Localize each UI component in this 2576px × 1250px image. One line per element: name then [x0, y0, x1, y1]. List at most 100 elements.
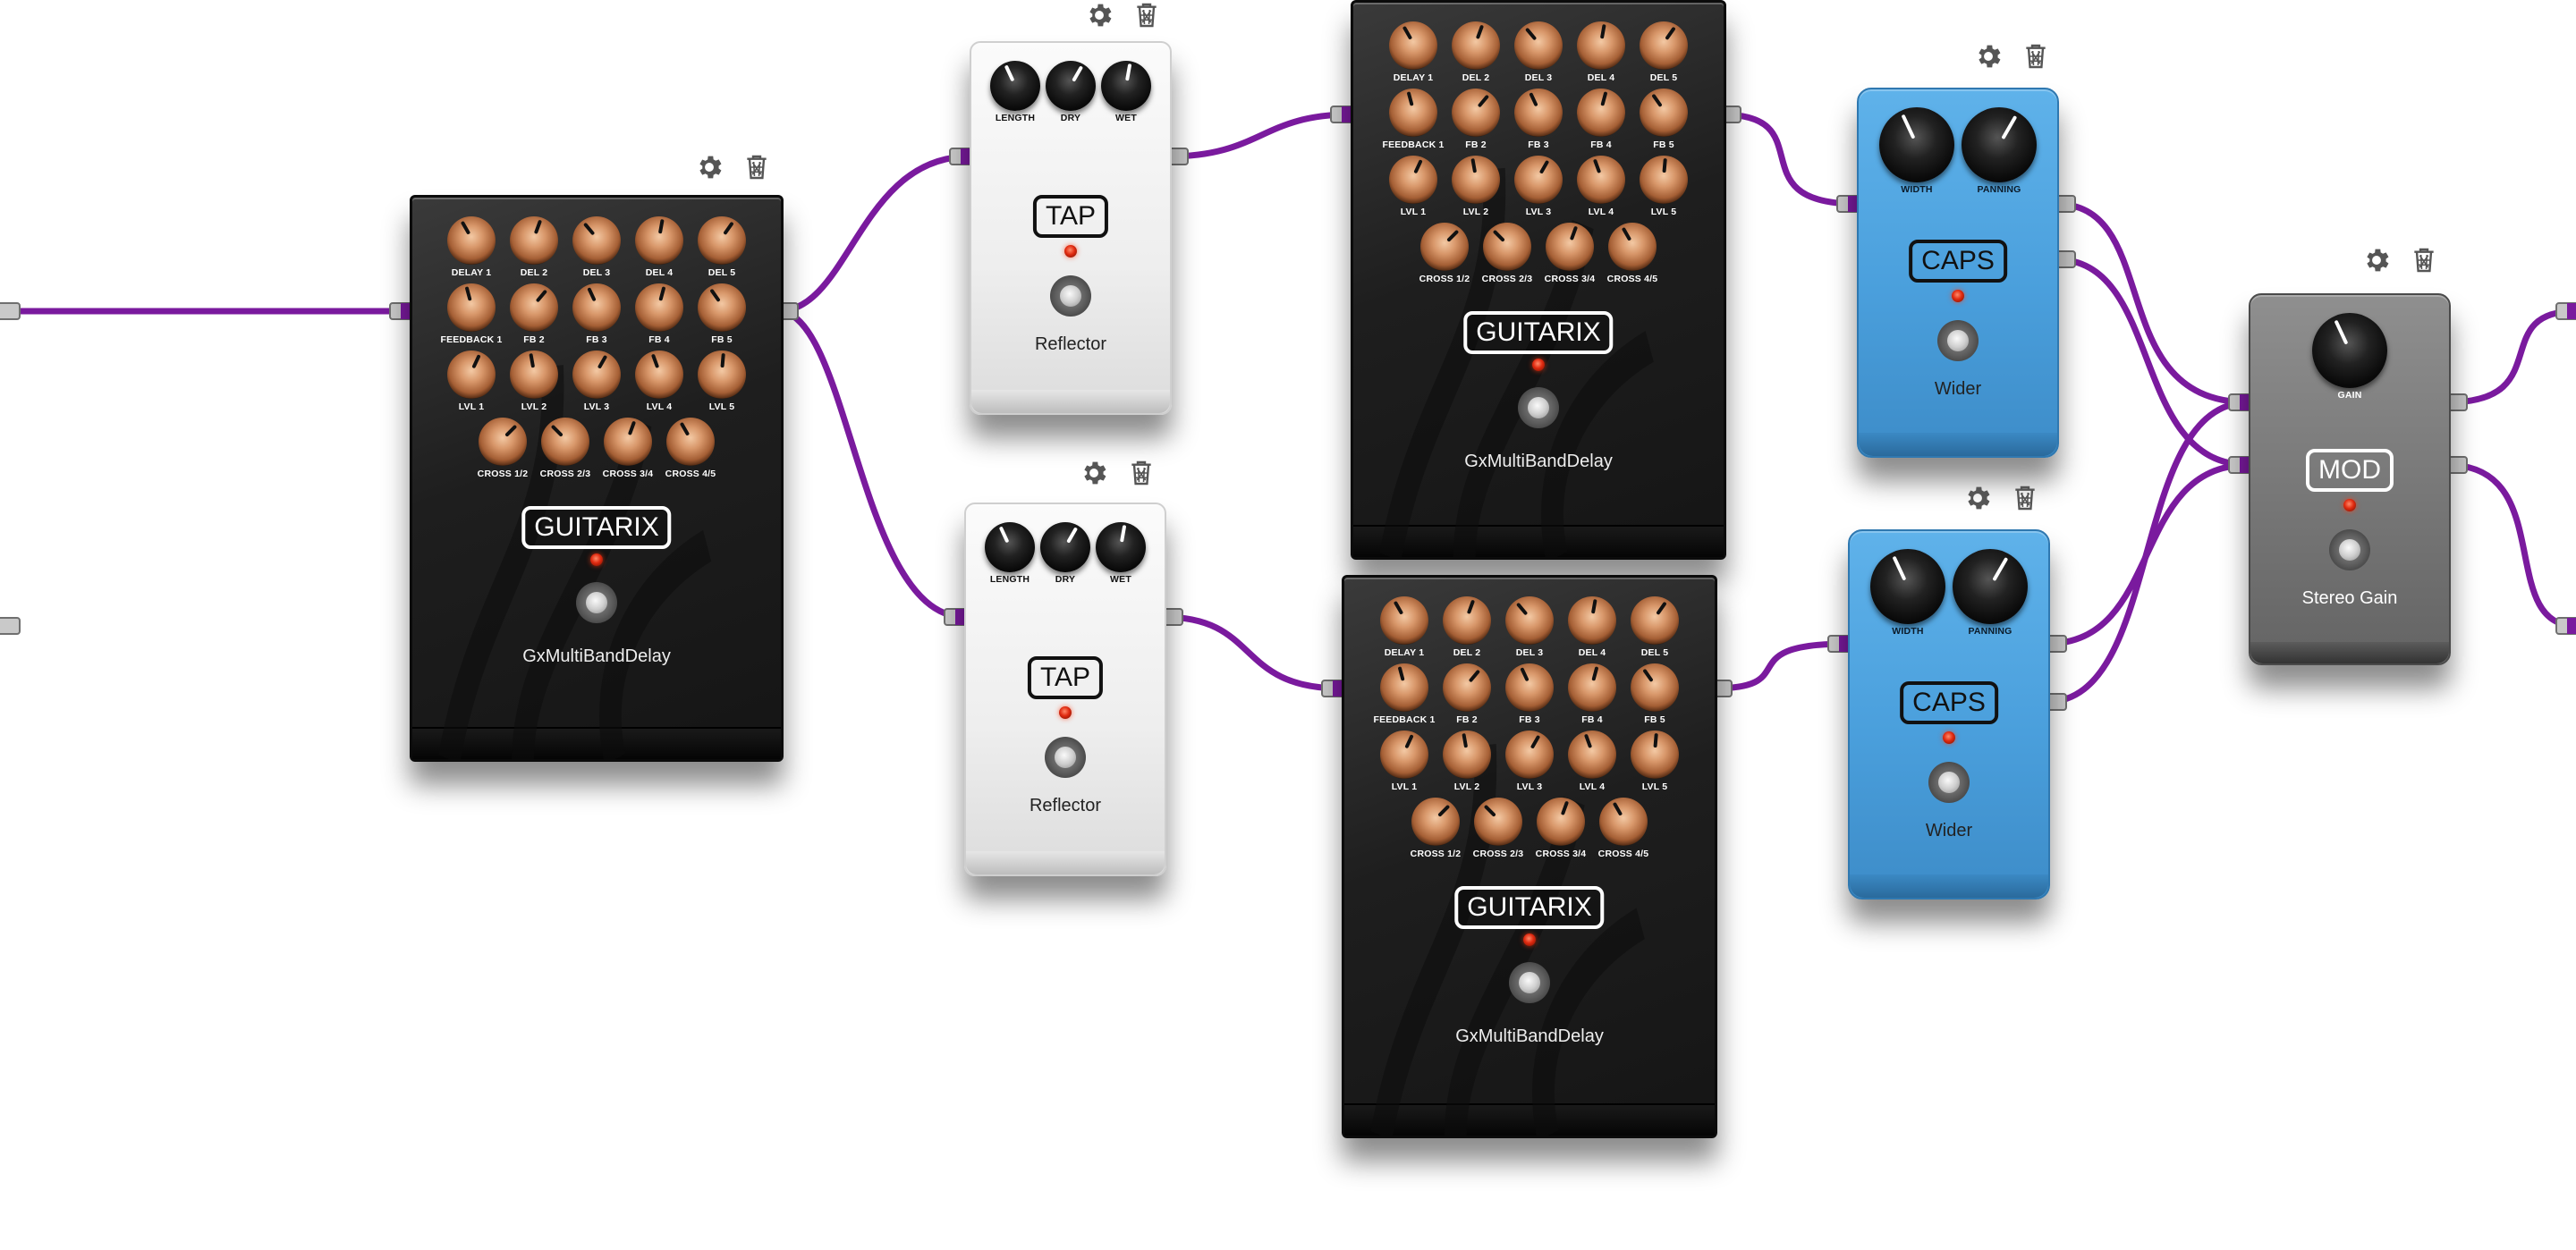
- jack-plug[interactable]: [2555, 617, 2576, 635]
- knob-lvl-4[interactable]: [1568, 731, 1616, 779]
- patch-cable[interactable]: [2052, 256, 2252, 469]
- footswitch[interactable]: [1928, 762, 1970, 803]
- knob-lvl-5[interactable]: [1640, 156, 1688, 204]
- knob-del-3[interactable]: [1514, 21, 1563, 70]
- footswitch[interactable]: [576, 582, 617, 623]
- jack-plug[interactable]: [2555, 302, 2576, 320]
- knob-panning[interactable]: [1962, 107, 2037, 182]
- knob-lvl-1[interactable]: [1389, 156, 1437, 204]
- patch-cable[interactable]: [2052, 200, 2252, 406]
- knob-lvl-3[interactable]: [1505, 731, 1554, 779]
- patch-cable[interactable]: [1708, 640, 1852, 692]
- knob-length[interactable]: [985, 522, 1035, 572]
- knob-cross-1-2[interactable]: [1420, 223, 1469, 271]
- knob-lvl-2[interactable]: [1443, 731, 1491, 779]
- knob-del-3[interactable]: [572, 216, 621, 265]
- knob-del-4[interactable]: [1568, 596, 1616, 645]
- knob-lvl-4[interactable]: [635, 351, 683, 399]
- patch-cable[interactable]: [2043, 399, 2252, 705]
- knob-cross-3-4[interactable]: [1537, 798, 1585, 846]
- knob-width[interactable]: [1879, 107, 1954, 182]
- knob-del-5[interactable]: [1631, 596, 1679, 645]
- knob-lvl-3[interactable]: [572, 351, 621, 399]
- knob-del-3[interactable]: [1505, 596, 1554, 645]
- trash-icon[interactable]: [1127, 458, 1157, 488]
- trash-icon[interactable]: [1132, 0, 1163, 30]
- knob-cross-3-4[interactable]: [604, 418, 652, 466]
- knob-del-2[interactable]: [510, 216, 558, 265]
- knob-del-4[interactable]: [635, 216, 683, 265]
- footswitch[interactable]: [1518, 387, 1559, 428]
- footswitch[interactable]: [1050, 275, 1091, 317]
- knob-del-4[interactable]: [1577, 21, 1625, 70]
- knob-fb-3[interactable]: [1505, 663, 1554, 712]
- knob-del-2[interactable]: [1443, 596, 1491, 645]
- knob-fb-4[interactable]: [1577, 89, 1625, 137]
- gear-icon[interactable]: [694, 152, 724, 182]
- knob-cross-2-3[interactable]: [1483, 223, 1531, 271]
- knob-cross-2-3[interactable]: [541, 418, 589, 466]
- knob-lvl-2[interactable]: [1452, 156, 1500, 204]
- knob-fb-4[interactable]: [1568, 663, 1616, 712]
- gear-icon[interactable]: [1962, 483, 1993, 513]
- knob-del-5[interactable]: [1640, 21, 1688, 70]
- knob-fb-4[interactable]: [635, 283, 683, 332]
- knob-fb-2[interactable]: [1443, 663, 1491, 712]
- knob-panning[interactable]: [1953, 549, 2028, 624]
- knob-wet[interactable]: [1096, 522, 1146, 572]
- patch-cable[interactable]: [775, 308, 968, 621]
- knob-cross-2-3[interactable]: [1474, 798, 1522, 846]
- knob-fb-5[interactable]: [698, 283, 746, 332]
- knob-fb-3[interactable]: [572, 283, 621, 332]
- knob-lvl-3[interactable]: [1514, 156, 1563, 204]
- knob-feedback-1[interactable]: [1389, 89, 1437, 137]
- knob-lvl-1[interactable]: [447, 351, 496, 399]
- knob-feedback-1[interactable]: [1380, 663, 1428, 712]
- knob-lvl-5[interactable]: [698, 351, 746, 399]
- footswitch[interactable]: [1045, 737, 1086, 778]
- knob-lvl-1[interactable]: [1380, 731, 1428, 779]
- knob-length[interactable]: [990, 61, 1040, 111]
- jack-plug[interactable]: [0, 302, 21, 320]
- patch-cable[interactable]: [2444, 308, 2576, 406]
- gear-icon[interactable]: [1973, 41, 2004, 72]
- trash-icon[interactable]: [742, 152, 773, 182]
- trash-icon[interactable]: [2011, 483, 2041, 513]
- knob-feedback-1[interactable]: [447, 283, 496, 332]
- patch-cable[interactable]: [2043, 461, 2252, 647]
- gear-icon[interactable]: [2361, 245, 2392, 275]
- knob-lvl-5[interactable]: [1631, 731, 1679, 779]
- knob-fb-2[interactable]: [510, 283, 558, 332]
- knob-fb-5[interactable]: [1631, 663, 1679, 712]
- knob-cross-4-5[interactable]: [1599, 798, 1648, 846]
- footswitch[interactable]: [1937, 320, 1979, 361]
- patch-cable[interactable]: [2444, 461, 2576, 629]
- footswitch[interactable]: [2329, 529, 2370, 570]
- knob-wet[interactable]: [1101, 61, 1151, 111]
- patch-cable[interactable]: [1717, 111, 1860, 207]
- knob-delay-1[interactable]: [1389, 21, 1437, 70]
- patch-cable[interactable]: [775, 153, 973, 315]
- knob-dry[interactable]: [1046, 61, 1096, 111]
- gear-icon[interactable]: [1079, 458, 1109, 488]
- knob-cross-1-2[interactable]: [479, 418, 527, 466]
- patch-cable[interactable]: [1159, 613, 1345, 692]
- knob-delay-1[interactable]: [447, 216, 496, 265]
- knob-cross-3-4[interactable]: [1546, 223, 1594, 271]
- trash-icon[interactable]: [2410, 245, 2440, 275]
- trash-icon[interactable]: [2021, 41, 2052, 72]
- gear-icon[interactable]: [1084, 0, 1114, 30]
- knob-lvl-4[interactable]: [1577, 156, 1625, 204]
- knob-cross-4-5[interactable]: [666, 418, 715, 466]
- knob-fb-2[interactable]: [1452, 89, 1500, 137]
- knob-del-5[interactable]: [698, 216, 746, 265]
